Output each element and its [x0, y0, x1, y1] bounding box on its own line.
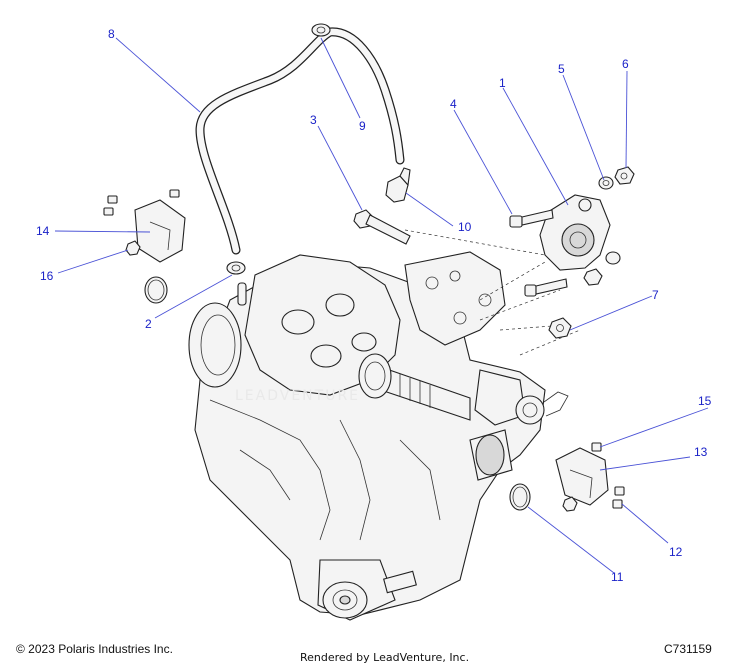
- part-13-engine-mount: [555, 447, 609, 506]
- leader-lines: [54, 37, 709, 574]
- o-ring-left: [144, 276, 168, 304]
- callout-8: 8: [108, 27, 115, 41]
- callout-2: 2: [145, 317, 152, 331]
- part-4-bolt: [509, 209, 554, 228]
- callout-6: 6: [622, 57, 629, 71]
- part-2-hose-clamp: [226, 261, 247, 306]
- callout-16: 16: [40, 269, 54, 283]
- callout-11: 11: [611, 570, 624, 584]
- part-7-flange-nut: [548, 317, 572, 339]
- callout-5: 5: [558, 62, 565, 76]
- callout-15: 15: [698, 394, 712, 408]
- part-6-nut: [583, 166, 635, 286]
- part-1-sensor-housing: [539, 194, 611, 271]
- callout-1: 1: [499, 76, 506, 90]
- copyright-text: © 2023 Polaris Industries Inc.: [16, 642, 173, 656]
- callout-10: 10: [458, 220, 472, 234]
- part-10-vent-fitting: [385, 167, 411, 203]
- callout-3: 3: [310, 113, 317, 127]
- part-11-o-ring: [509, 483, 531, 511]
- callout-4: 4: [450, 97, 457, 111]
- part-12-bolt: [562, 486, 625, 512]
- sensor-bolt-lower: [524, 278, 568, 297]
- rendered-by-text: Rendered by LeadVenture, Inc.: [300, 651, 470, 664]
- part-14-engine-mount: [103, 189, 186, 263]
- callout-14: 14: [36, 224, 50, 238]
- watermark-text: LEADVENTURE: [235, 388, 360, 404]
- callout-9: 9: [359, 119, 366, 133]
- part-15-bolt: [591, 442, 602, 452]
- part-8-vent-hose: [195, 27, 405, 255]
- mount-bracket: [404, 251, 506, 346]
- callout-13: 13: [694, 445, 708, 459]
- part-5-washer: [598, 176, 621, 265]
- part-9-hose-clamp: [311, 23, 331, 37]
- diagram-code: C731159: [664, 642, 712, 656]
- callout-numbers: 8 9 3 4 1 5 6 10 7 14 16 2 15 13 12 11: [36, 27, 712, 584]
- callout-7: 7: [652, 288, 659, 302]
- part-3-bolt: [353, 209, 411, 245]
- gearcase-assembly: LEADVENTURE: [188, 254, 569, 621]
- part-16-nut: [125, 240, 141, 256]
- callout-12: 12: [669, 545, 683, 559]
